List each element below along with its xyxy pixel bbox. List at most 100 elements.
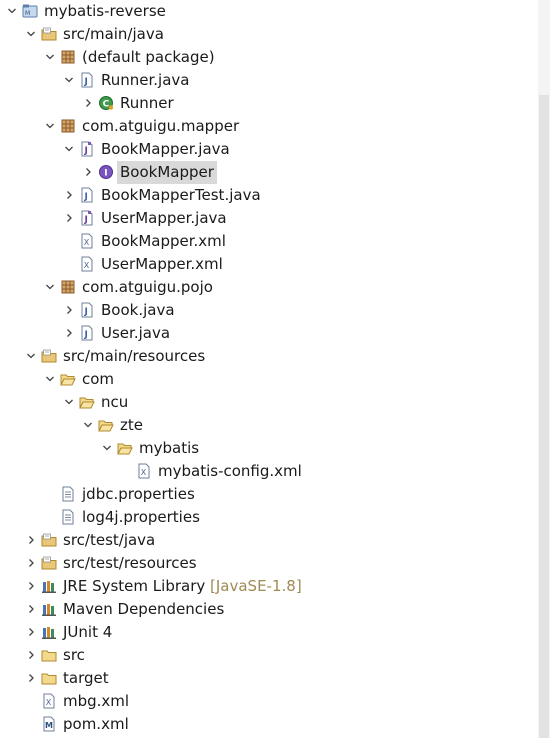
chevron-right-icon[interactable] — [63, 207, 75, 230]
chevron-down-icon[interactable] — [25, 23, 37, 46]
library-icon — [41, 601, 57, 617]
tree-item-label: ncu — [101, 393, 129, 411]
chevron-right-icon[interactable] — [82, 161, 94, 184]
properties-file-icon — [60, 509, 76, 525]
tree-item-label: src/main/java — [63, 25, 164, 43]
tree-item-label: BookMapper — [117, 161, 217, 184]
svg-text:M: M — [25, 10, 30, 17]
xml-file-icon: X — [41, 693, 57, 709]
source-folder-icon — [41, 555, 57, 571]
chevron-right-icon[interactable] — [63, 322, 75, 345]
chevron-down-icon[interactable] — [63, 69, 75, 92]
chevron-right-icon[interactable] — [63, 299, 75, 322]
tree-item-label: BookMapper.java — [101, 140, 230, 158]
java-file-icon: J — [79, 325, 95, 341]
svg-text:J: J — [84, 192, 88, 202]
package-icon — [60, 118, 76, 134]
tree-item-label: log4j.properties — [82, 508, 200, 526]
tree-item-label: User.java — [101, 324, 171, 342]
chevron-down-icon[interactable] — [6, 0, 18, 23]
java-file-icon: J — [79, 187, 95, 203]
tree-item-label: Runner.java — [101, 71, 190, 89]
chevron-down-icon[interactable] — [44, 368, 56, 391]
svg-text:C: C — [103, 100, 110, 110]
tree-item-label: mbg.xml — [63, 692, 130, 710]
properties-file-icon — [60, 486, 76, 502]
svg-text:I: I — [104, 169, 107, 179]
source-folder-icon — [41, 532, 57, 548]
chevron-right-icon[interactable] — [25, 644, 37, 667]
library-icon — [41, 624, 57, 640]
chevron-down-icon[interactable] — [101, 437, 113, 460]
tree-item-label: Book.java — [101, 301, 175, 319]
chevron-down-icon[interactable] — [44, 115, 56, 138]
svg-text:J: J — [84, 307, 88, 317]
tree-item-label: pom.xml — [63, 715, 129, 733]
tree-item-label: BookMapper.xml — [101, 232, 226, 250]
xml-file-icon: X — [79, 233, 95, 249]
class-icon: C — [98, 95, 114, 111]
tree-item-label: jdbc.properties — [82, 485, 195, 503]
tree-item-decoration: [JavaSE-1.8] — [205, 577, 302, 595]
tree-item-label: JUnit 4 — [63, 623, 113, 641]
tree-item-label: Runner — [120, 94, 174, 112]
tree-item-label: target — [63, 669, 109, 687]
svg-text:X: X — [84, 238, 90, 247]
xml-file-icon: X — [136, 463, 152, 479]
package-icon — [60, 279, 76, 295]
chevron-down-icon[interactable] — [63, 391, 75, 414]
svg-text:X: X — [46, 698, 52, 707]
tree-item-label: UserMapper.xml — [101, 255, 223, 273]
svg-text:J: J — [84, 215, 88, 225]
chevron-down-icon[interactable] — [63, 138, 75, 161]
chevron-down-icon[interactable] — [82, 414, 94, 437]
chevron-right-icon[interactable] — [63, 184, 75, 207]
chevron-down-icon[interactable] — [25, 345, 37, 368]
maven-pom-icon: M — [41, 716, 57, 732]
svg-text:M: M — [45, 721, 53, 730]
chevron-right-icon[interactable] — [25, 598, 37, 621]
folder-icon — [41, 670, 57, 686]
tree-item-label: com.atguigu.pojo — [82, 278, 213, 296]
tree-item-label: com.atguigu.mapper — [82, 117, 240, 135]
chevron-down-icon[interactable] — [44, 276, 56, 299]
interface-file-icon: J — [79, 210, 95, 226]
scrollbar-thumb[interactable] — [539, 95, 549, 738]
chevron-right-icon[interactable] — [25, 529, 37, 552]
tree-item-label: mybatis — [139, 439, 200, 457]
tree-item-label: src — [63, 646, 85, 664]
svg-text:J: J — [84, 146, 88, 156]
package-icon — [60, 49, 76, 65]
tree-item-label: (default package) — [82, 48, 215, 66]
chevron-right-icon[interactable] — [25, 575, 37, 598]
java-file-icon: J — [79, 302, 95, 318]
chevron-right-icon[interactable] — [82, 92, 94, 115]
svg-text:J: J — [84, 77, 88, 87]
source-folder-icon — [41, 348, 57, 364]
tree-item-label: com — [82, 370, 115, 388]
tree-item-label: BookMapperTest.java — [101, 186, 261, 204]
folder-open-icon — [79, 394, 95, 410]
chevron-down-icon[interactable] — [44, 46, 56, 69]
chevron-right-icon[interactable] — [25, 552, 37, 575]
tree-item-label: UserMapper.java — [101, 209, 227, 227]
tree-item-label: JRE System Library [JavaSE-1.8] — [63, 577, 302, 595]
svg-text:J: J — [84, 330, 88, 340]
tree-item-label: mybatis-config.xml — [158, 462, 302, 480]
interface-file-icon: J — [79, 141, 95, 157]
tree-item-label: src/main/resources — [63, 347, 206, 365]
tree-item-label: Maven Dependencies — [63, 600, 225, 618]
vertical-scrollbar[interactable] — [538, 0, 550, 738]
xml-file-icon: X — [79, 256, 95, 272]
tree-item-label: zte — [120, 416, 143, 434]
tree-item-label: src/test/resources — [63, 554, 197, 572]
folder-open-icon — [117, 440, 133, 456]
svg-text:X: X — [141, 468, 147, 477]
project-icon: M — [22, 3, 38, 19]
chevron-right-icon[interactable] — [25, 621, 37, 644]
source-folder-icon — [41, 26, 57, 42]
chevron-right-icon[interactable] — [25, 667, 37, 690]
folder-open-icon — [98, 417, 114, 433]
tree-item-label: mybatis-reverse — [44, 2, 166, 20]
